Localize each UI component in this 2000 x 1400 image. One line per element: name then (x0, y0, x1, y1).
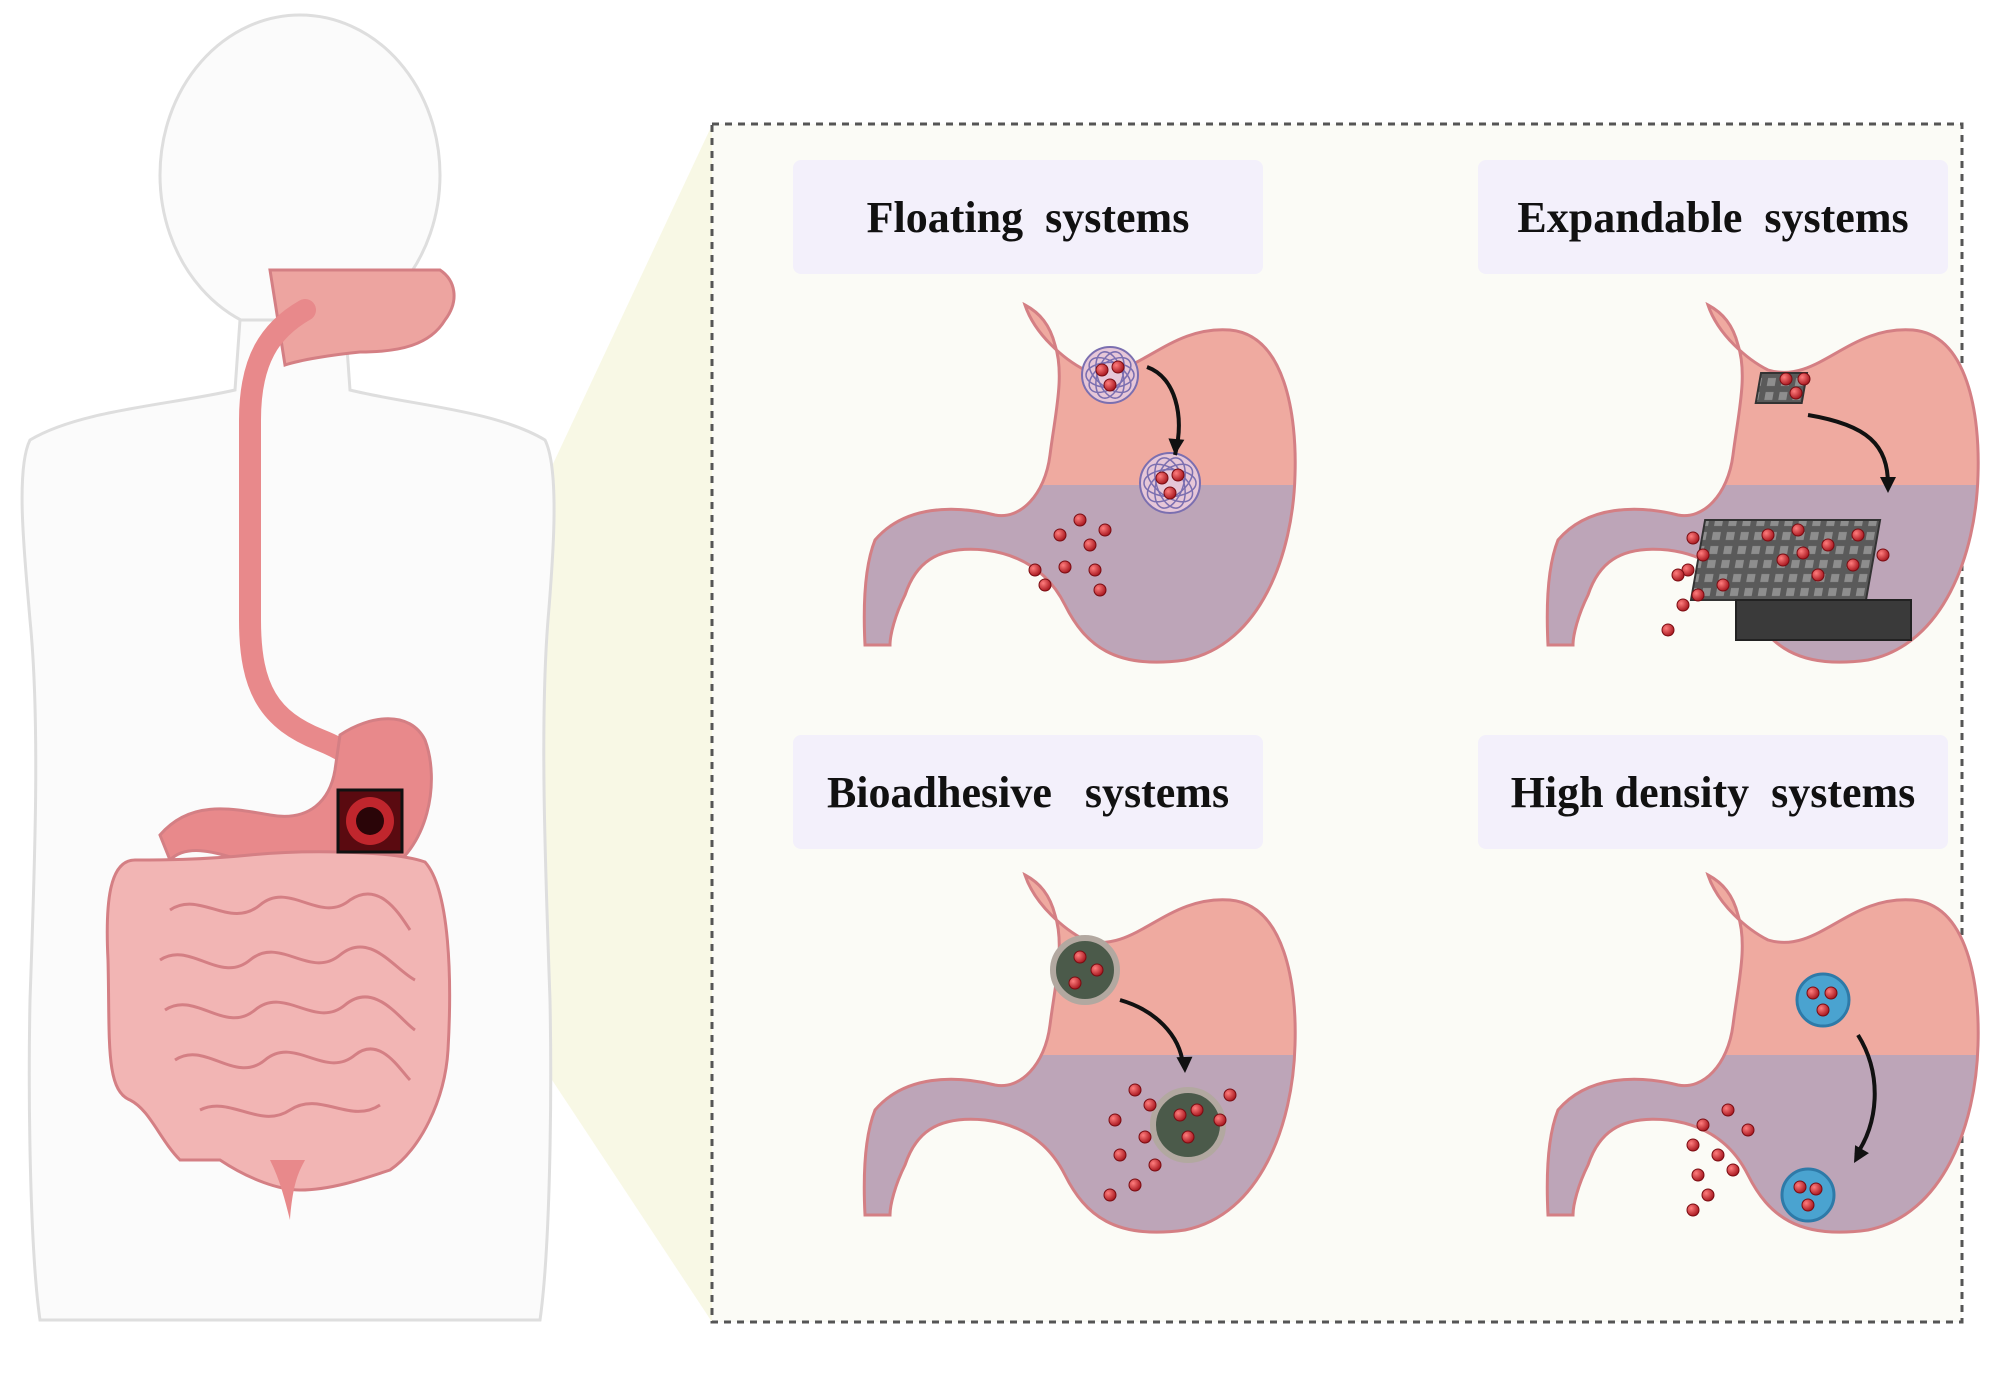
drug-particle (1711, 1148, 1725, 1162)
drug-particle (1846, 558, 1860, 572)
drug-particle (1809, 1182, 1823, 1196)
drug-particle (1090, 963, 1104, 977)
drug-particle (1098, 523, 1112, 537)
drug-particle (1691, 1168, 1705, 1182)
drug-particle (1190, 1103, 1204, 1117)
drug-particle (1686, 1138, 1700, 1152)
drug-particle (1108, 1113, 1122, 1127)
drug-particle (1223, 1088, 1237, 1102)
drug-particle (1716, 578, 1730, 592)
floating-particle (1139, 452, 1201, 514)
drug-particle (1806, 986, 1820, 1000)
drug-particle (1676, 598, 1690, 612)
drug-particle (1776, 553, 1790, 567)
bioadhesive-systems-label: Bioadhesive systems (793, 735, 1263, 849)
drug-particle (1148, 1158, 1162, 1172)
sunk-high-density-particle (1780, 1167, 1836, 1223)
high-density-arrow (1854, 1033, 1877, 1157)
drug-particle (1171, 468, 1185, 482)
drug-particle (1038, 578, 1052, 592)
drug-particle (1213, 1113, 1227, 1127)
drug-particle (1128, 1083, 1142, 1097)
drug-particle (1173, 1108, 1187, 1122)
drug-particle (1761, 528, 1775, 542)
drug-particle (1083, 538, 1097, 552)
drug-particle (1671, 568, 1685, 582)
expandable-systems-label: Expandable systems (1478, 160, 1948, 274)
drug-particle (1696, 1118, 1710, 1132)
high-density-particle (1795, 972, 1851, 1028)
oral-cavity (268, 268, 456, 367)
drug-particle (1851, 528, 1865, 542)
drug-particle (1661, 623, 1675, 637)
drug-particle (1181, 1130, 1195, 1144)
drug-particle (1053, 528, 1067, 542)
drug-particle (1691, 588, 1705, 602)
floating-systems-label: Floating systems (793, 160, 1263, 274)
stomach-outline (1545, 871, 1980, 1234)
drug-particle (1163, 486, 1177, 500)
arrow-head (1168, 438, 1185, 455)
drug-particle (1789, 386, 1803, 400)
drug-particle (1796, 546, 1810, 560)
drug-particle (1721, 1103, 1735, 1117)
drug-particle (1103, 1188, 1117, 1202)
drug-particle (1793, 1180, 1807, 1194)
arrow-head (1176, 1056, 1193, 1073)
drug-particle (1686, 1203, 1700, 1217)
drug-particle (1701, 1188, 1715, 1202)
tumor-highlight (336, 788, 404, 854)
drug-particle (1058, 560, 1072, 574)
stomach-outline (862, 871, 1297, 1234)
drug-particle (1103, 378, 1117, 392)
drug-particle (1801, 1198, 1815, 1212)
drug-particle (1876, 548, 1890, 562)
drug-particle (1073, 950, 1087, 964)
adhered-bioadhesive-particle (1150, 1087, 1226, 1163)
drug-particle (1111, 360, 1125, 374)
stomach-outline (1545, 301, 1980, 664)
expandable-arrow (1807, 413, 1890, 486)
drug-particle (1696, 548, 1710, 562)
drug-particle (1093, 583, 1107, 597)
drug-particle (1824, 986, 1838, 1000)
drug-particle (1088, 563, 1102, 577)
bioadhesive-arrow (1119, 998, 1185, 1066)
drug-particle (1138, 1130, 1152, 1144)
bioadhesive-particle (1050, 935, 1120, 1005)
drug-particle (1155, 471, 1169, 485)
expandable-stomach (1545, 301, 1980, 664)
drug-particle (1686, 531, 1700, 545)
drug-particle (1726, 1163, 1740, 1177)
drug-particle (1816, 1003, 1830, 1017)
drug-particle (1779, 372, 1793, 386)
drug-particle (1143, 1098, 1157, 1112)
drug-particle (1128, 1178, 1142, 1192)
drug-particle (1028, 563, 1042, 577)
expanded-matrix-side (1735, 599, 1912, 641)
drug-particle (1073, 513, 1087, 527)
stomach-outline (862, 301, 1297, 664)
arrow-head (1854, 1145, 1869, 1163)
drug-particle (1113, 1148, 1127, 1162)
floating-particle (1081, 346, 1139, 404)
drug-particle (1095, 363, 1109, 377)
drug-particle (1068, 976, 1082, 990)
drug-particle (1797, 372, 1811, 386)
high-density-systems-label: High density systems (1478, 735, 1948, 849)
drug-particle (1821, 538, 1835, 552)
drug-particle (1811, 568, 1825, 582)
drug-particle (1741, 1123, 1755, 1137)
arrow-head (1880, 477, 1896, 493)
drug-particle (1791, 523, 1805, 537)
